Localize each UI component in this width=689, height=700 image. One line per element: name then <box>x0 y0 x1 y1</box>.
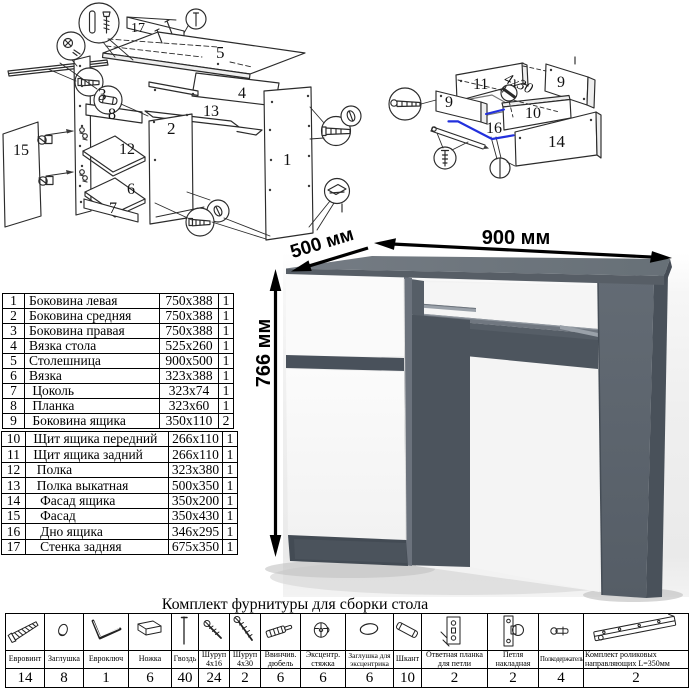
svg-text:3: 3 <box>98 85 107 104</box>
svg-text:15: 15 <box>13 142 29 159</box>
svg-text:10: 10 <box>525 105 541 122</box>
svg-text:766 мм: 766 мм <box>253 319 275 388</box>
svg-text:13: 13 <box>203 103 219 120</box>
svg-text:17: 17 <box>131 21 145 36</box>
svg-text:5: 5 <box>216 43 225 62</box>
svg-text:1: 1 <box>283 150 292 169</box>
svg-text:12: 12 <box>119 141 135 158</box>
svg-text:2: 2 <box>167 119 176 138</box>
svg-text:16: 16 <box>486 120 502 137</box>
svg-text:900 мм: 900 мм <box>482 227 551 249</box>
svg-text:9: 9 <box>557 74 565 91</box>
svg-text:11: 11 <box>473 76 488 93</box>
svg-text:14: 14 <box>548 132 566 151</box>
svg-text:8: 8 <box>108 106 116 123</box>
svg-text:9: 9 <box>445 94 453 111</box>
svg-text:4: 4 <box>238 85 246 102</box>
svg-text:7: 7 <box>109 200 117 217</box>
svg-text:6: 6 <box>127 181 135 198</box>
